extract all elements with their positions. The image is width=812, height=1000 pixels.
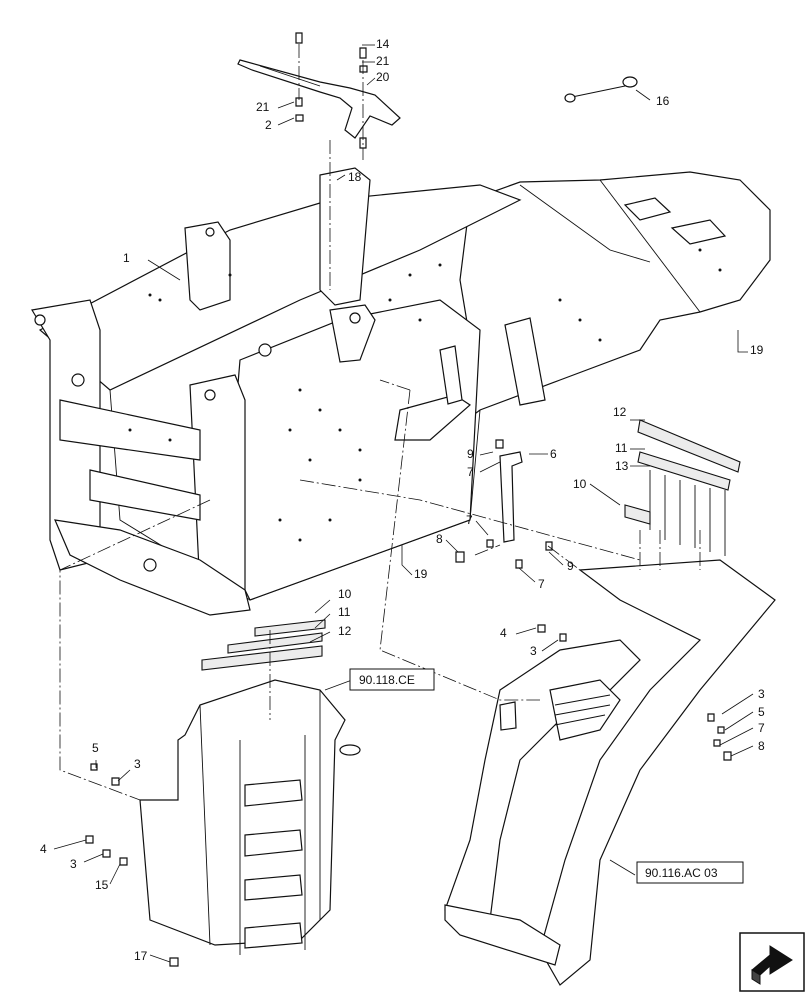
- callout-15: 15: [95, 878, 109, 892]
- assembly-centerlines: [59, 44, 701, 801]
- callout-10-left: 10: [338, 587, 352, 601]
- step-reference-label: 90.118.CE: [359, 673, 415, 687]
- side-bracket: [455, 439, 553, 569]
- callout-19-center: 19: [414, 567, 428, 581]
- main-frame: [31, 167, 771, 616]
- callout-11-left: 11: [338, 605, 351, 619]
- step-pads-left: [201, 619, 326, 671]
- frame-holes: [34, 227, 722, 572]
- callout-2: 2: [265, 118, 272, 132]
- callout-6: 6: [550, 447, 557, 461]
- callout-labels: 1 21 2 14 21 20 18 16 19 19 9 7 6 7 8 7 …: [40, 37, 765, 963]
- callout-21-upper-right: 21: [376, 54, 390, 68]
- callout-21-upper-left: 21: [256, 100, 270, 114]
- callout-17: 17: [134, 949, 148, 963]
- callout-3-fender: 3: [530, 644, 537, 658]
- callout-3-right: 3: [758, 687, 765, 701]
- callout-7-lower: 7: [538, 577, 545, 591]
- callout-4-fender: 4: [500, 626, 507, 640]
- leader-lines: [53, 44, 754, 963]
- callout-20: 20: [376, 70, 390, 84]
- callout-16: 16: [656, 94, 670, 108]
- callout-5-step: 5: [92, 741, 99, 755]
- callout-9-upper: 9: [467, 447, 474, 461]
- callout-5-right: 5: [758, 705, 765, 719]
- callout-7-upper: 7: [467, 465, 474, 479]
- step-pads-right: [624, 419, 741, 556]
- callout-3-step-upper: 3: [134, 757, 141, 771]
- callout-18: 18: [348, 170, 362, 184]
- fender-reference-box[interactable]: 90.116.AC 03: [636, 861, 744, 884]
- callout-19-right: 19: [750, 343, 764, 357]
- callout-12-right: 12: [613, 405, 627, 419]
- callout-10-right: 10: [573, 477, 587, 491]
- callout-7-right: 7: [758, 721, 765, 735]
- callout-13: 13: [615, 459, 629, 473]
- callout-1: 1: [123, 251, 130, 265]
- step-reference-box[interactable]: 90.118.CE: [349, 668, 435, 691]
- callout-8-right: 8: [758, 739, 765, 753]
- fender-assembly: [444, 559, 776, 986]
- step-assembly: [85, 679, 361, 967]
- callout-7-mid: 7: [466, 513, 473, 527]
- fender-reference-label: 90.116.AC 03: [645, 866, 718, 880]
- callout-12-left: 12: [338, 624, 352, 638]
- callout-14: 14: [376, 37, 390, 51]
- lock-pin: [564, 76, 638, 103]
- callout-11-right: 11: [615, 441, 628, 455]
- next-page-arrow-icon[interactable]: [739, 932, 805, 992]
- callout-3-step-lower: 3: [70, 857, 77, 871]
- callout-8-mid: 8: [436, 532, 443, 546]
- callout-9-lower: 9: [567, 559, 574, 573]
- callout-4-step: 4: [40, 842, 47, 856]
